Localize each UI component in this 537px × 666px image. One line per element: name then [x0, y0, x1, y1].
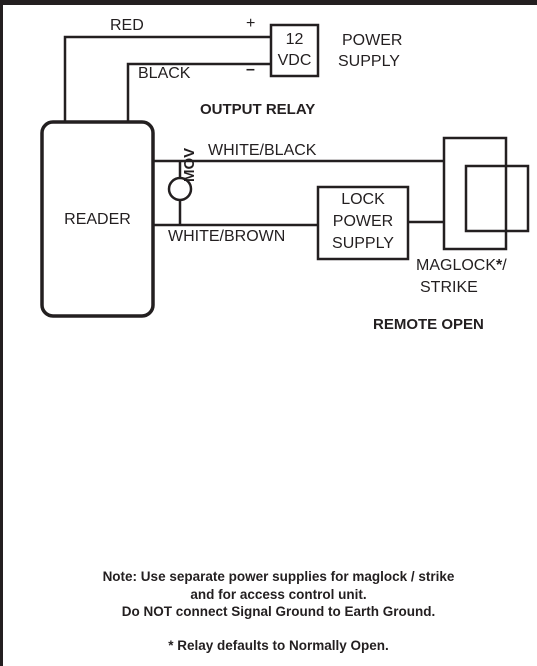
lock-supply-label-line3: SUPPLY — [332, 235, 394, 252]
supply-voltage-value: 12 — [285, 31, 304, 48]
maglock-label-text: MAGLOCK — [416, 257, 497, 274]
maglock-slash: / — [502, 257, 507, 274]
plus-terminal-label: + — [246, 15, 256, 32]
supply-voltage-unit: VDC — [277, 52, 312, 69]
remote-open-label: REMOTE OPEN — [373, 316, 484, 333]
maglock-inner — [464, 164, 530, 233]
maglock-outer — [442, 136, 508, 251]
red-wire — [63, 35, 271, 122]
white-black-label: WHITE/BLACK — [208, 142, 317, 159]
output-relay-label: OUTPUT RELAY — [200, 101, 316, 118]
mov-label: MOV — [181, 147, 198, 182]
red-wire-label: RED — [110, 17, 144, 34]
installation-note: Note: Use separate power supplies for ma… — [24, 568, 533, 621]
black-wire — [126, 62, 271, 122]
power-supply-label-line2: SUPPLY — [338, 53, 400, 70]
reader-label: READER — [64, 211, 131, 228]
note-line-2: and for access control unit. — [190, 586, 367, 602]
strike-label: STRIKE — [420, 279, 478, 296]
black-wire-label: BLACK — [138, 65, 191, 82]
maglock-asterisk: * — [496, 257, 503, 274]
relay-default-note: * Relay defaults to Normally Open. — [168, 638, 389, 653]
power-supply-box — [269, 23, 320, 78]
lock-supply-label-line2: POWER — [332, 213, 394, 230]
note-line-3: Do NOT connect Signal Ground to Earth Gr… — [121, 604, 436, 619]
power-supply-label-line1: POWER — [342, 32, 403, 49]
note-line-1: Note: Use separate power supplies for ma… — [102, 569, 455, 584]
white-brown-label: WHITE/BROWN — [168, 228, 286, 245]
maglock-label: MAGLOCK*/ — [416, 258, 507, 274]
lock-supply-label-line1: LOCK — [341, 191, 385, 208]
minus-terminal-label: – — [246, 61, 255, 78]
reader-box — [40, 120, 155, 318]
